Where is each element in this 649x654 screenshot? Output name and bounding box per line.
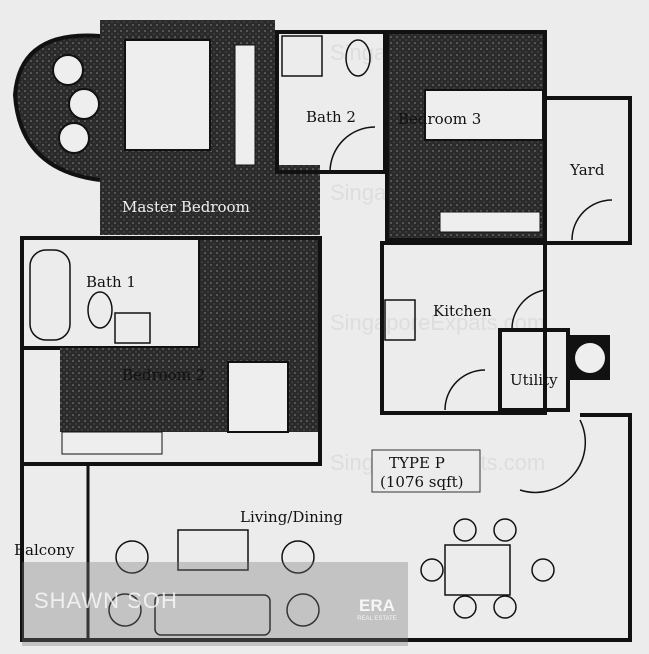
era-logo: ERA REAL ESTATE — [348, 568, 406, 644]
room-label-yard: Yard — [569, 161, 605, 179]
utility-walls — [498, 328, 570, 412]
room-label-bath1: Bath 1 — [86, 273, 136, 291]
door-swing — [511, 289, 546, 331]
room-label-utility: Utility — [510, 371, 558, 389]
era-logo-subtext: REAL ESTATE — [357, 616, 397, 622]
planter-icon — [58, 122, 90, 154]
dining-chair-icon — [453, 518, 477, 542]
aircon-icon — [575, 343, 605, 373]
door-swing — [329, 126, 376, 173]
side-table-icon — [108, 593, 142, 627]
shower-icon — [281, 35, 323, 77]
room-label-kitchen: Kitchen — [433, 302, 492, 320]
dining-table-icon — [444, 544, 511, 596]
yard-walls — [543, 96, 632, 245]
curved-bay-wall — [12, 33, 101, 182]
agent-watermark-band — [22, 562, 408, 646]
wardrobe-icon — [61, 431, 163, 455]
sink-icon — [114, 312, 151, 344]
bed-icon — [227, 361, 289, 433]
era-logo-text: ERA — [359, 596, 395, 615]
door-swing — [571, 199, 613, 241]
living-outer-walls — [20, 413, 632, 642]
side-table-icon — [286, 593, 320, 627]
coffee-table-icon — [177, 529, 249, 571]
planter-icon — [68, 88, 100, 120]
bedroom2-walls — [20, 236, 322, 466]
room-label-living-dining: Living/Dining — [240, 508, 343, 526]
armchair-icon — [281, 540, 315, 574]
planter-icon — [52, 54, 84, 86]
dining-chair-icon — [453, 595, 477, 619]
door-swing — [519, 419, 587, 494]
unit-area-label: (1076 sqft) — [380, 473, 464, 491]
wardrobe-icon — [234, 44, 256, 166]
room-label-bedroom3: Bedroom 3 — [398, 110, 481, 128]
dining-chair-icon — [420, 558, 444, 582]
toilet-icon — [87, 291, 113, 329]
bath1-walls — [20, 236, 202, 350]
dining-chair-icon — [493, 518, 517, 542]
door-swing — [444, 369, 486, 411]
room-label-bath2: Bath 2 — [306, 108, 356, 126]
agent-watermark: SHAWN SOH — [34, 588, 178, 613]
dining-chair-icon — [493, 595, 517, 619]
stove-icon — [384, 299, 416, 341]
unit-type-box — [371, 449, 481, 493]
wardrobe-icon — [439, 211, 541, 233]
unit-type-label: TYPE P — [389, 454, 445, 472]
sofa-icon — [154, 594, 271, 636]
armchair-icon — [115, 540, 149, 574]
room-label-balcony: Balcony — [14, 541, 75, 559]
bed-icon — [124, 39, 211, 151]
room-label-bedroom2: Bedroom 2 — [122, 366, 205, 384]
toilet-icon — [345, 39, 371, 77]
dining-chair-icon — [531, 558, 555, 582]
bathtub-icon — [29, 249, 71, 341]
room-label-master-bedroom: Master Bedroom — [122, 198, 250, 216]
